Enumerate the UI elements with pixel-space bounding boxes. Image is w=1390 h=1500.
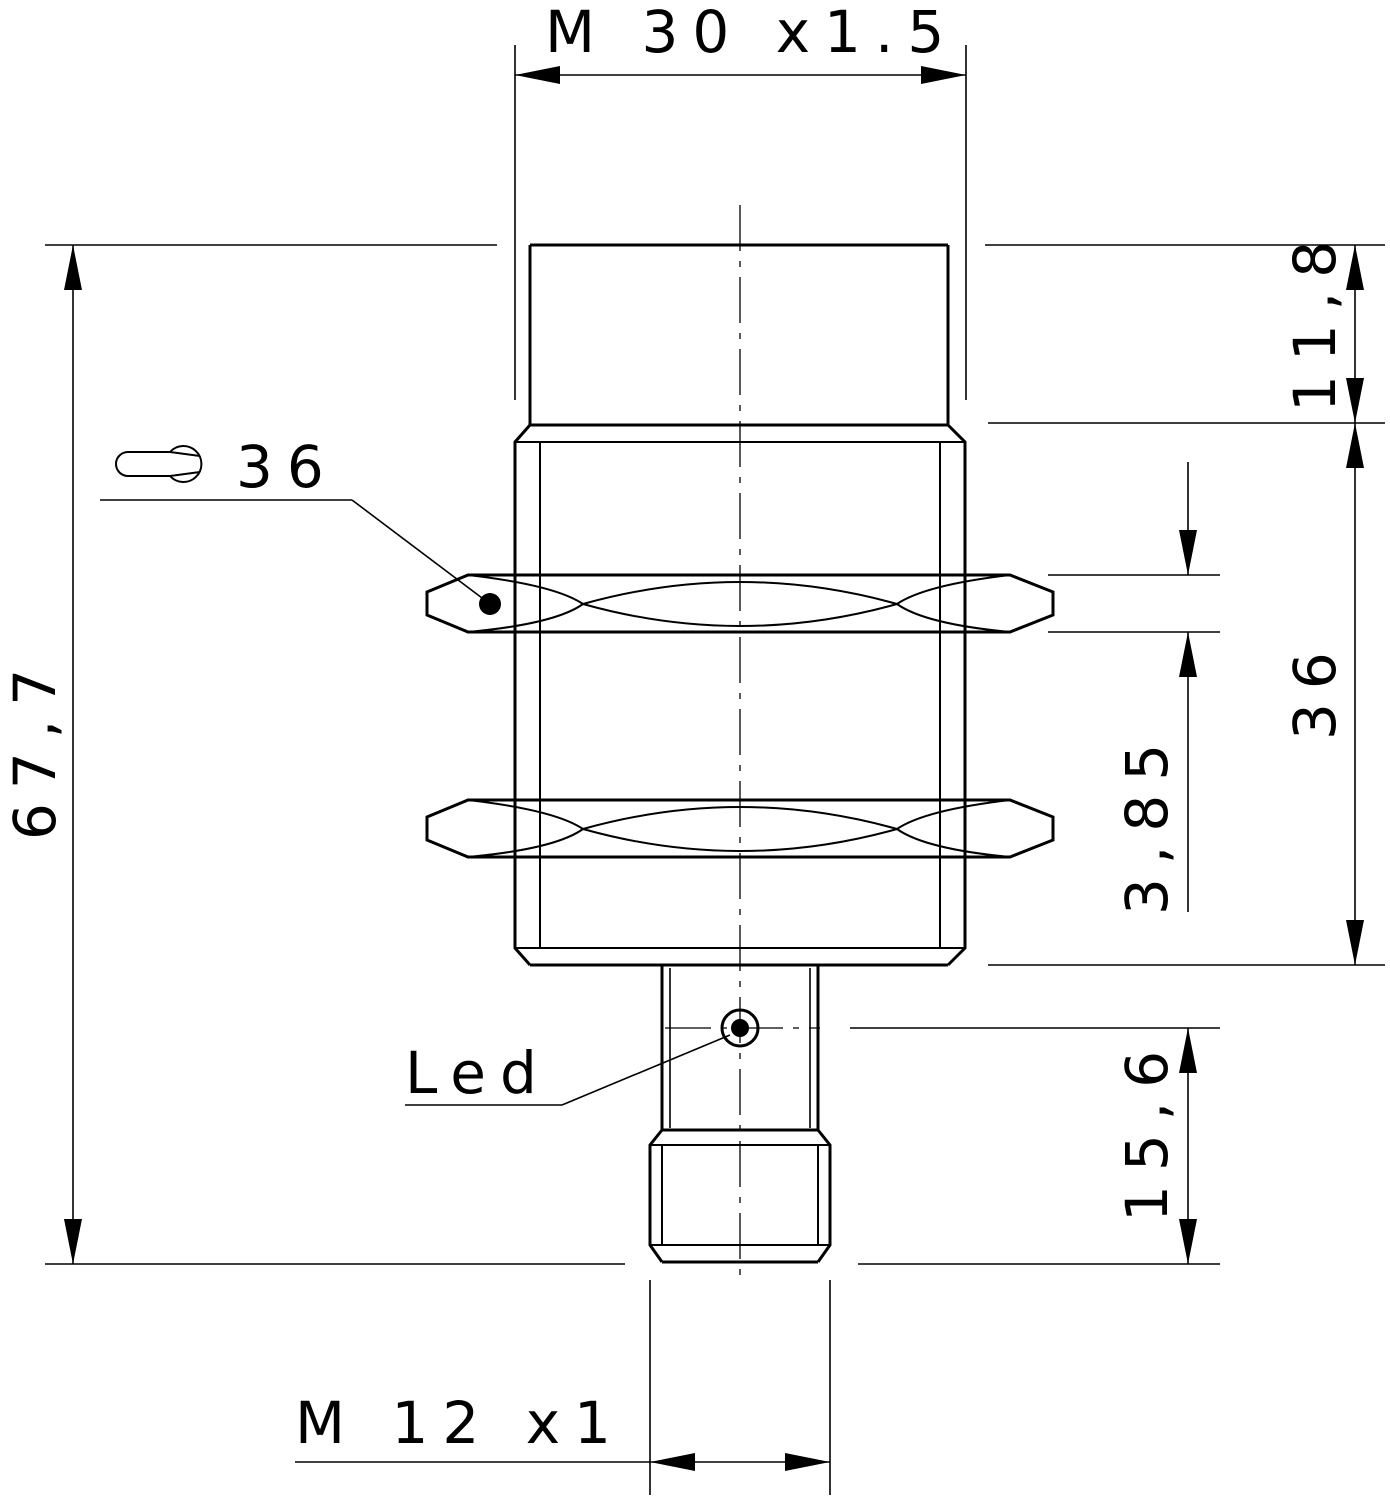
dim-nut-thickness: 3,85 [1048, 462, 1220, 915]
dim-label-thread-bottom: M 12 x1 [295, 1389, 625, 1457]
dim-sensing-face: 11,8 [985, 227, 1385, 424]
led-indicator [720, 1008, 760, 1048]
dim-label-thread-length: 36 [1281, 638, 1349, 740]
connector-neck [660, 965, 820, 1130]
wrench-icon [115, 445, 203, 483]
dim-label-sensing-face: 11,8 [1281, 227, 1349, 412]
threaded-body [513, 423, 967, 967]
m12-plug [648, 1128, 832, 1264]
upper-nut [425, 573, 1055, 634]
dim-thread-top: M 30 x1.5 [514, 0, 967, 400]
wrench-callout: 36 [100, 433, 491, 605]
dim-label-thread-top: M 30 x1.5 [545, 0, 958, 66]
dim-label-connector-length: 15,6 [1113, 1037, 1181, 1222]
dim-label-nut-thickness: 3,85 [1113, 730, 1181, 915]
dim-thread-length: 36 [988, 423, 1385, 966]
wrench-size-label: 36 [236, 433, 338, 501]
dim-total-length: 67,7 [1, 244, 625, 1265]
dim-thread-bottom: M 12 x1 [295, 1280, 831, 1495]
lower-nut [425, 798, 1055, 859]
led-callout: Led [405, 1034, 731, 1107]
dim-label-total-length: 67,7 [1, 655, 69, 840]
led-label: Led [405, 1039, 551, 1107]
dim-connector-length: 15,6 [850, 1027, 1220, 1265]
sensor-head [528, 243, 950, 425]
